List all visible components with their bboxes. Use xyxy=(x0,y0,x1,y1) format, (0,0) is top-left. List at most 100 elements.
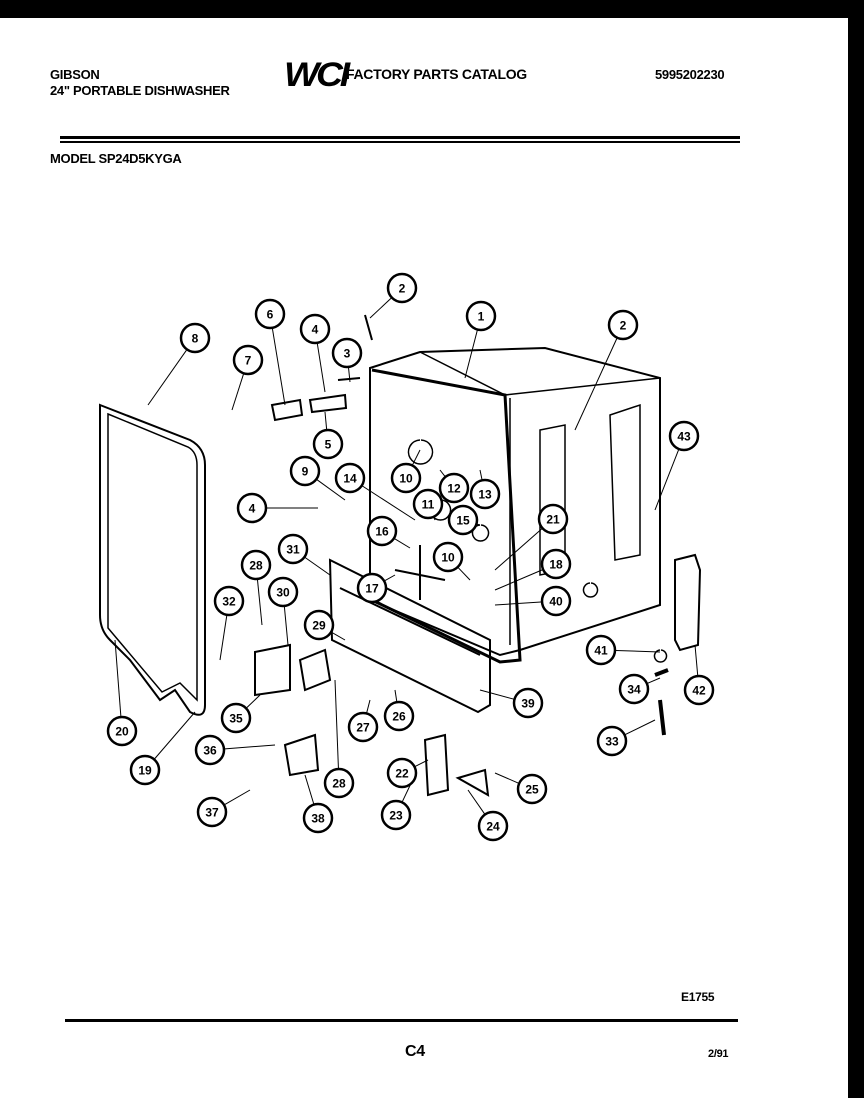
callout-10: 10 xyxy=(432,541,464,573)
callout-number: 6 xyxy=(267,308,274,322)
tub-cabinet xyxy=(369,346,661,657)
callout-number: 31 xyxy=(286,543,300,557)
callout-number: 2 xyxy=(399,282,406,296)
leader-line xyxy=(334,679,339,769)
callout-18: 18 xyxy=(540,548,572,580)
callout-27: 27 xyxy=(347,711,379,743)
callout-12: 12 xyxy=(438,472,470,504)
leader-line xyxy=(479,469,483,480)
tub-top xyxy=(419,351,661,396)
callout-circle xyxy=(438,472,470,504)
callout-circle xyxy=(347,711,379,743)
callout-29: 29 xyxy=(303,609,335,641)
callout-1: 1 xyxy=(465,300,497,332)
callout-circle xyxy=(537,503,569,535)
leader-line xyxy=(494,772,519,784)
leader-line xyxy=(362,485,416,521)
callout-number: 14 xyxy=(343,472,357,486)
leader-line xyxy=(224,789,251,805)
callout-22: 22 xyxy=(386,757,418,789)
callout-number: 29 xyxy=(312,619,326,633)
callout-circle xyxy=(668,420,700,452)
callout-circle xyxy=(386,757,418,789)
callout-4: 4 xyxy=(299,313,331,345)
callout-circle xyxy=(254,298,286,330)
leader-line xyxy=(394,689,398,702)
callout-number: 8 xyxy=(192,332,199,346)
leader-line xyxy=(615,650,661,653)
callout-number: 4 xyxy=(249,502,256,516)
leader-line xyxy=(271,328,286,406)
callout-number: 11 xyxy=(422,498,435,512)
leader-line xyxy=(433,517,436,521)
brand-name: GIBSON xyxy=(50,67,100,82)
callout-circle xyxy=(618,673,650,705)
callout-circle xyxy=(596,725,628,757)
callout-28: 28 xyxy=(323,767,355,799)
callout-number: 24 xyxy=(486,820,500,834)
leader-line xyxy=(114,639,122,717)
leader-line xyxy=(224,744,276,750)
callout-7: 7 xyxy=(232,344,264,376)
leader-line xyxy=(647,677,661,684)
callout-21: 21 xyxy=(537,503,569,535)
callout-number: 28 xyxy=(249,559,263,573)
tub-front xyxy=(371,368,522,664)
scan-border-top xyxy=(0,0,864,18)
callout-32: 32 xyxy=(213,585,245,617)
leader-line xyxy=(494,569,543,591)
callout-41: 41 xyxy=(585,634,617,666)
callout-6: 6 xyxy=(254,298,286,330)
callout-number: 41 xyxy=(594,644,608,658)
hose xyxy=(654,668,669,736)
callout-number: 3 xyxy=(344,347,351,361)
callout-24: 24 xyxy=(477,810,509,842)
callout-13: 13 xyxy=(469,478,501,510)
callout-circle xyxy=(312,428,344,460)
callout-2: 2 xyxy=(386,272,418,304)
callout-circle xyxy=(331,337,363,369)
callout-number: 10 xyxy=(441,551,455,565)
callout-28: 28 xyxy=(240,549,272,581)
callout-circle xyxy=(106,715,138,747)
callout-circle xyxy=(129,754,161,786)
leader-line xyxy=(477,523,481,526)
callout-26: 26 xyxy=(383,700,415,732)
callout-34: 34 xyxy=(618,673,650,705)
callout-number: 19 xyxy=(138,764,152,778)
product-name: 24" PORTABLE DISHWASHER xyxy=(50,83,230,98)
callout-number: 42 xyxy=(692,684,706,698)
door-gasket-inner xyxy=(107,412,198,702)
callout-number: 15 xyxy=(456,514,470,528)
callout-17: 17 xyxy=(356,572,388,604)
leader-line xyxy=(574,338,618,431)
callout-14: 14 xyxy=(334,462,366,494)
page-number: C4 xyxy=(405,1043,425,1060)
leader-line xyxy=(625,719,656,735)
leader-line xyxy=(439,469,446,477)
callout-25: 25 xyxy=(516,773,548,805)
callout-number: 34 xyxy=(627,683,641,697)
leader-line xyxy=(415,759,429,767)
callout-36: 36 xyxy=(194,734,226,766)
callout-42: 42 xyxy=(683,674,715,706)
leader-line xyxy=(654,449,679,511)
leader-line xyxy=(219,615,228,661)
front-frame xyxy=(328,558,491,714)
callout-number: 18 xyxy=(549,558,563,572)
hinge-bracket xyxy=(254,643,332,697)
bracket-hardware xyxy=(270,314,373,422)
callout-circle xyxy=(380,799,412,831)
callout-circle xyxy=(516,773,548,805)
footer-divider xyxy=(65,1019,738,1022)
callout-number: 27 xyxy=(356,721,370,735)
callout-30: 30 xyxy=(267,576,299,608)
callout-number: 36 xyxy=(203,744,217,758)
callout-number: 1 xyxy=(478,310,485,324)
callout-number: 32 xyxy=(222,595,236,609)
door-gasket xyxy=(99,403,206,716)
callout-circle xyxy=(465,300,497,332)
callout-number: 40 xyxy=(549,595,563,609)
leader-line xyxy=(412,449,421,465)
callout-5: 5 xyxy=(312,428,344,460)
